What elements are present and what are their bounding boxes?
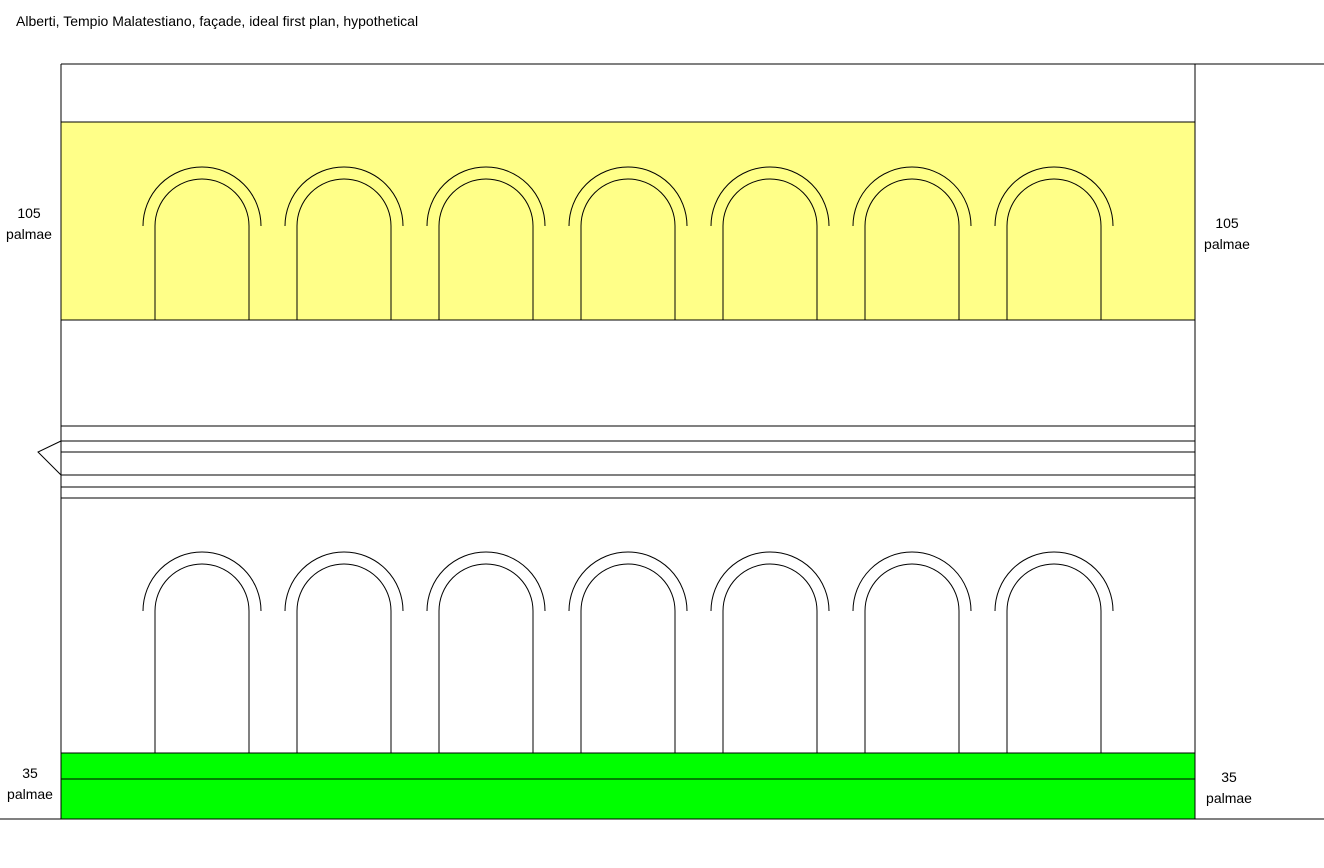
arch-opening xyxy=(438,563,534,753)
archivolt xyxy=(994,166,1114,227)
dimension-value: 35 xyxy=(1221,769,1237,785)
arch-opening xyxy=(580,563,676,753)
base-band xyxy=(61,753,1195,819)
archivolt xyxy=(568,551,688,612)
archivolt xyxy=(426,166,546,227)
arch-opening xyxy=(154,178,250,320)
dimension-unit: palmae xyxy=(1206,790,1252,806)
arch-opening xyxy=(1006,563,1102,753)
archivolt xyxy=(710,551,830,612)
archivolt xyxy=(852,166,972,227)
arch-opening xyxy=(296,178,392,320)
diagram-title: Alberti, Tempio Malatestiano, façade, id… xyxy=(16,13,419,29)
archivolt xyxy=(852,551,972,612)
dimension-value: 105 xyxy=(1215,215,1239,231)
dimension-label-right-upper: 105 palmae xyxy=(1196,213,1258,255)
arch-opening xyxy=(864,563,960,753)
arch-opening xyxy=(154,563,250,753)
dimension-unit: palmae xyxy=(6,226,52,242)
dimension-unit: palmae xyxy=(1204,236,1250,252)
archivolt xyxy=(426,551,546,612)
archivolt xyxy=(142,551,262,612)
arch-opening xyxy=(722,178,818,320)
dimension-label-left-lower: 35 palmae xyxy=(0,763,60,805)
arch-opening xyxy=(438,178,534,320)
arch-opening xyxy=(864,178,960,320)
archivolt xyxy=(568,166,688,227)
archivolt xyxy=(284,551,404,612)
dimension-label-left-upper: 105 palmae xyxy=(0,203,58,245)
dimension-label-right-lower: 35 palmae xyxy=(1198,767,1260,809)
arch-opening xyxy=(722,563,818,753)
dimension-unit: palmae xyxy=(7,786,53,802)
lower-arcade xyxy=(142,551,1114,753)
arch-opening xyxy=(1006,178,1102,320)
archivolt xyxy=(710,166,830,227)
archivolt xyxy=(994,551,1114,612)
upper-band xyxy=(61,122,1195,320)
arch-opening xyxy=(296,563,392,753)
arch-opening xyxy=(580,178,676,320)
dimension-value: 105 xyxy=(17,205,41,221)
upper-arcade xyxy=(142,166,1114,320)
cornice-projection xyxy=(37,440,62,476)
archivolt xyxy=(142,166,262,227)
archivolt xyxy=(284,166,404,227)
dimension-value: 35 xyxy=(22,765,38,781)
